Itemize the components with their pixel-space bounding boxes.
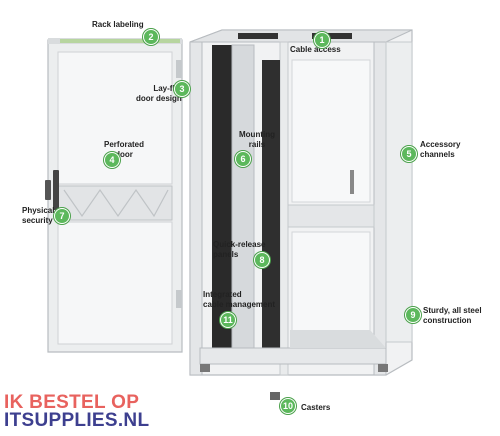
- callout-badge-11: 11: [220, 312, 236, 328]
- callout-badge-9: 9: [405, 307, 421, 323]
- watermark-line-2: ITSUPPLIES.NL: [4, 410, 150, 431]
- callout-badge-7: 7: [54, 208, 70, 224]
- callout-badge-5: 5: [401, 146, 417, 162]
- callout-label-sturdy-construction: Sturdy, all steel construction: [423, 306, 482, 325]
- callout-label-casters: Casters: [301, 403, 331, 412]
- callout-badge-1: 1: [314, 32, 330, 48]
- callout-label-cable-management: Integrated cable management: [203, 290, 276, 309]
- watermark-line-1: IK BESTEL OP: [4, 392, 140, 413]
- callout-badge-6: 6: [235, 151, 251, 167]
- callout-badge-3: 3: [174, 81, 190, 97]
- callout-label-physical-security: Physical security: [22, 206, 55, 225]
- callout-label-cable-access: Cable access: [290, 45, 341, 54]
- callout-label-rack-labeling: Rack labeling: [92, 20, 144, 29]
- rack-frame: [189, 29, 413, 400]
- callout-badge-2: 2: [143, 29, 159, 45]
- callout-label-perforated-door: Perforated door: [104, 140, 145, 159]
- callout-label-mounting-rails: Mounting rails: [239, 130, 275, 149]
- callout-badge-4: 4: [104, 152, 120, 168]
- callout-badge-8: 8: [254, 252, 270, 268]
- callout-label-lay-flat-door: Lay-flat door design: [136, 84, 182, 103]
- callout-label-quick-release-panels: Quick-release panels: [213, 240, 266, 259]
- callout-badge-10: 10: [280, 398, 296, 414]
- callout-label-accessory-channels: Accessory channels: [420, 140, 461, 159]
